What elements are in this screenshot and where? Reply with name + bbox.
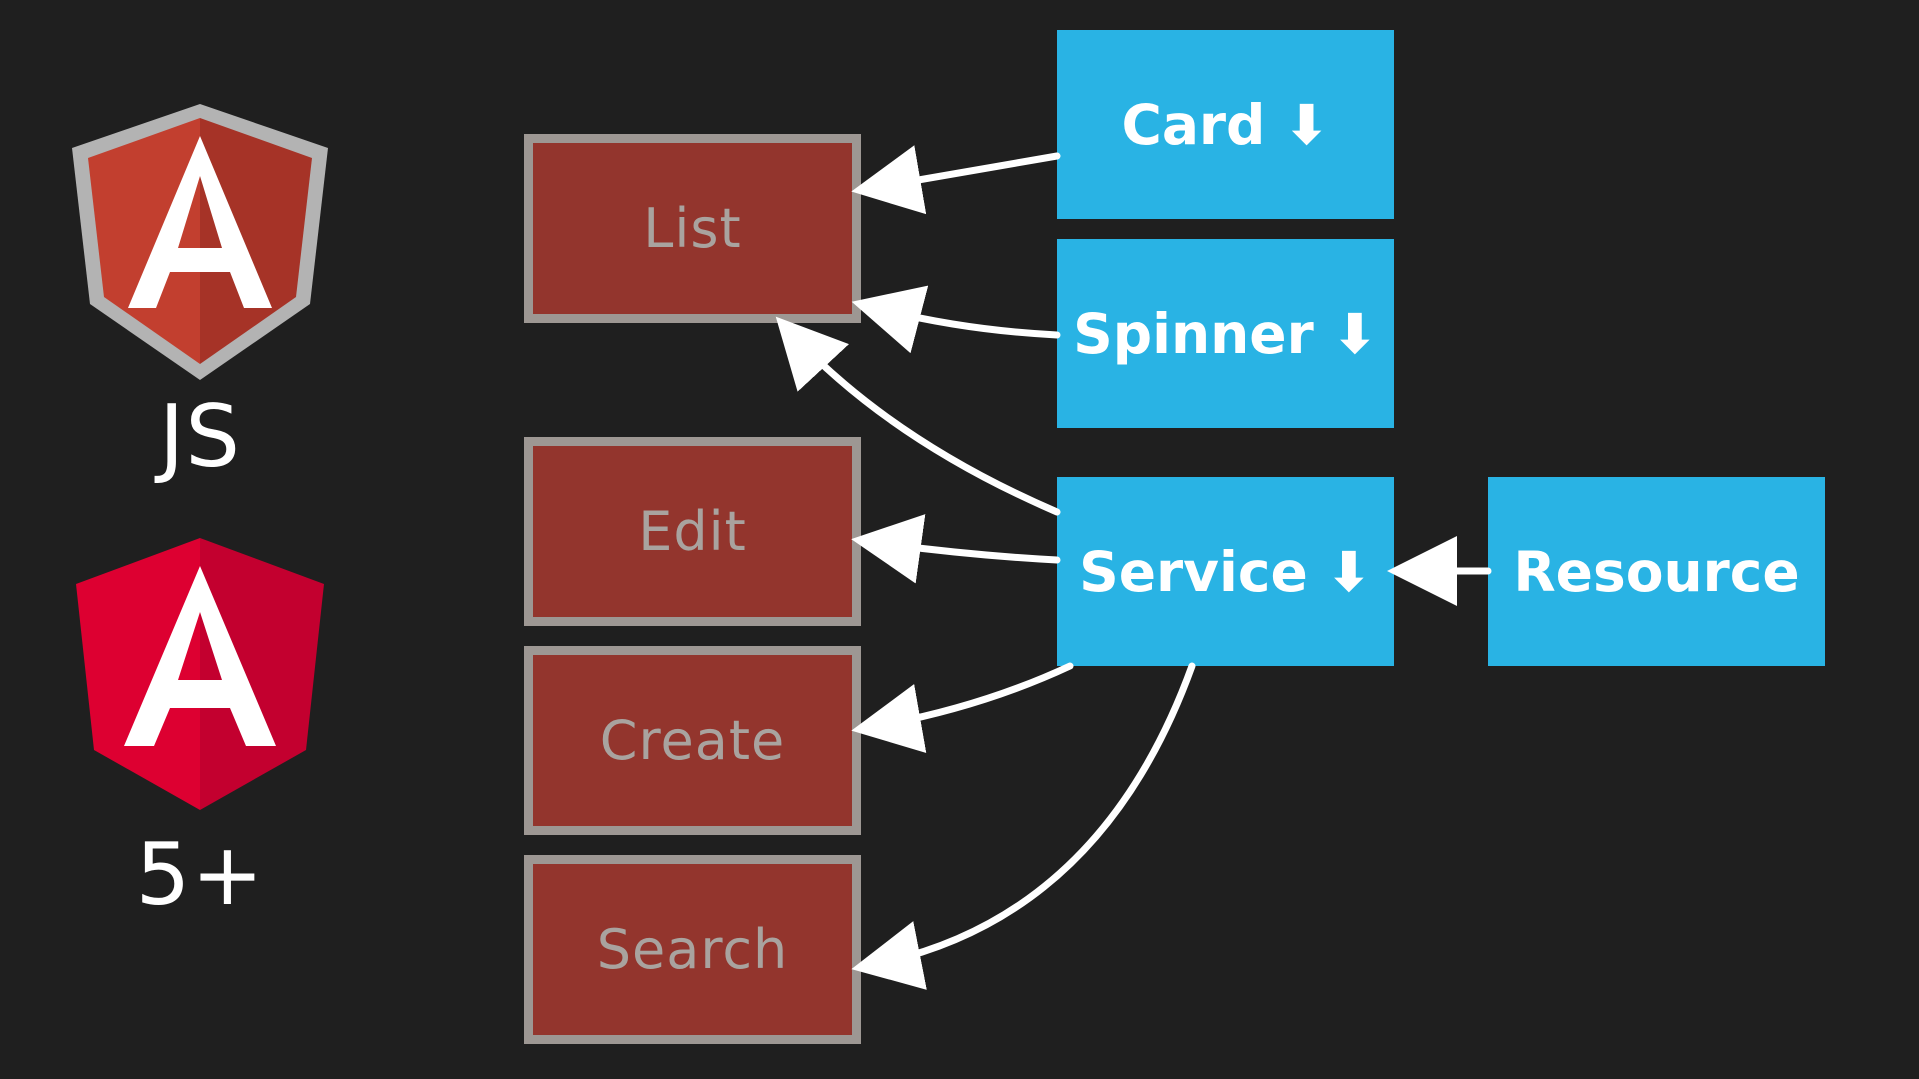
create-component-box: Create [524, 646, 861, 835]
spinner-to-list-arrow [851, 285, 1061, 354]
down-arrow-icon: ⬇ [1331, 301, 1378, 366]
card-dependency-label: Card [1121, 92, 1266, 157]
list-component-label: List [643, 197, 742, 260]
down-arrow-icon: ⬇ [1283, 92, 1330, 157]
spinner-dependency-label: Spinner [1073, 301, 1314, 366]
service-dependency-box: Service ⬇ [1057, 477, 1394, 666]
down-arrow-icon: ⬇ [1325, 539, 1372, 604]
card-dependency-box: Card ⬇ [1057, 30, 1394, 219]
angular-logo-icon [74, 538, 326, 810]
edit-component-box: Edit [524, 437, 861, 626]
angularjs-version-label: JS [159, 387, 241, 487]
spinner-dependency-box: Spinner ⬇ [1057, 239, 1394, 428]
service-to-search-arrow [851, 662, 1196, 990]
resource-dependency-label: Resource [1513, 539, 1800, 604]
card-to-list-arrow [851, 145, 1061, 215]
edit-component-label: Edit [638, 500, 747, 563]
service-to-edit-arrow [851, 514, 1061, 584]
resource-dependency-box: Resource [1488, 477, 1825, 666]
search-component-box: Search [524, 855, 861, 1044]
service-dependency-label: Service [1079, 539, 1308, 604]
angularjs-logo-icon [70, 104, 330, 380]
search-component-label: Search [596, 918, 789, 981]
list-component-box: List [524, 134, 861, 323]
angular-version-label: 5+ [135, 825, 265, 925]
create-component-label: Create [599, 709, 786, 772]
service-to-create-arrow [851, 662, 1074, 753]
